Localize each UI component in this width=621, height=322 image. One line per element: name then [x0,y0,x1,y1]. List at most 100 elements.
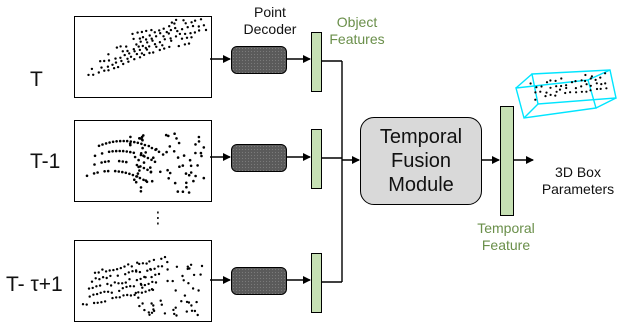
point [186,265,189,268]
point [153,43,157,46]
point [98,278,101,281]
point [106,282,109,286]
point [173,22,176,25]
point [175,314,178,317]
point [103,290,106,293]
point [114,61,118,64]
point [121,282,124,285]
point [121,170,124,174]
point [150,302,153,305]
point [96,301,99,304]
point [187,191,191,194]
point [166,279,169,283]
point [111,296,114,300]
point [544,95,547,98]
point [146,168,149,172]
point [136,31,139,34]
point [122,139,125,143]
point [575,91,578,94]
point [92,73,95,76]
point [116,65,120,69]
point [119,266,122,270]
point [97,144,101,148]
point [142,161,146,164]
point [125,150,129,153]
point [143,283,147,287]
point [139,40,142,43]
point [145,48,149,51]
point [180,28,184,31]
point [103,160,107,164]
point [129,150,132,154]
object-features-label-line2: Features [329,31,385,47]
tfm-line1: Temporal [379,126,463,148]
point [193,309,197,313]
point [140,138,144,141]
point-decoder-label-line1: Point [254,4,286,20]
point [189,171,193,174]
point [190,304,193,307]
point [129,294,133,297]
point [148,51,151,55]
point [100,161,103,164]
point [599,76,602,79]
point [123,53,126,57]
point [564,91,567,95]
point [129,135,132,139]
point [168,45,171,49]
point [152,258,156,262]
point [199,18,203,21]
point [146,269,149,272]
point [149,170,153,174]
point [128,52,131,55]
point [104,270,108,273]
point [569,91,572,94]
point [124,273,127,276]
point [160,303,163,306]
point [600,83,603,86]
point [180,37,184,40]
point [545,81,549,84]
point [604,72,607,75]
point [137,158,140,162]
point [111,150,114,153]
point [178,165,181,168]
point [166,268,169,271]
point [129,140,133,143]
point [135,278,139,282]
point [170,21,174,24]
point [133,58,136,61]
point [105,276,108,280]
temporal-feature-bar [500,106,514,216]
point [174,18,178,22]
point [154,281,158,284]
point [142,178,145,182]
point [174,35,178,38]
point [168,145,172,148]
point [109,284,113,287]
point [136,261,139,264]
point [169,28,173,32]
point [192,273,196,277]
point [190,36,193,39]
point [159,170,162,174]
point [554,94,557,97]
point [121,149,125,153]
point [150,146,154,150]
point [90,280,94,283]
point [93,154,97,158]
point [115,296,118,299]
point [150,179,154,183]
point [110,291,113,294]
point [140,142,143,146]
point [187,282,190,285]
point [166,168,169,172]
point-cloud-panel-t-minus-1 [74,120,212,202]
point [159,32,162,35]
point [595,87,599,91]
point [545,91,548,94]
point [104,142,108,145]
point [138,48,142,52]
point [137,45,140,48]
point-cloud-t [87,18,208,77]
